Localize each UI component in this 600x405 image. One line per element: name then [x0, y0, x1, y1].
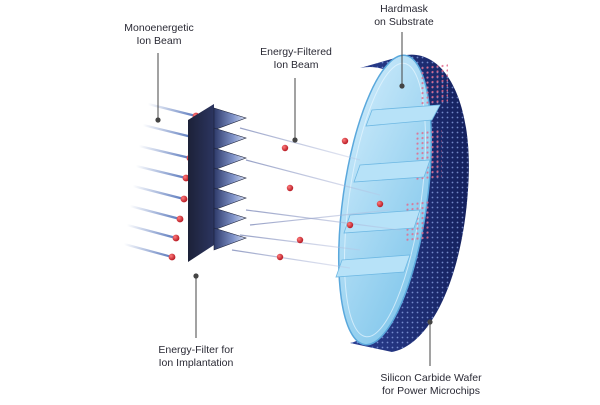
incoming-ion-5 [181, 196, 188, 203]
label-wafer-line-2: for Power Microchips [372, 385, 490, 398]
leader-dot-filter [193, 273, 198, 278]
incoming-beam-1 [148, 104, 196, 116]
filter-tooth-3 [214, 148, 246, 170]
filtered-beam-1 [240, 128, 360, 160]
label-monoenergetic-ion-beam: Monoenergetic Ion Beam [115, 22, 203, 47]
label-mono-line-2: Ion Beam [115, 35, 203, 48]
label-energy-filtered-ion-beam: Energy-Filtered Ion Beam [250, 46, 342, 71]
label-filtered-line-1: Energy-Filtered [250, 46, 342, 59]
filter-front-face [188, 104, 214, 262]
filtered-ion-2 [287, 185, 293, 191]
label-filter-line-2: Ion Implantation [148, 357, 244, 370]
filter-tooth-7 [214, 228, 246, 250]
incoming-beam-7 [127, 225, 176, 238]
leader-dot-hardmask [399, 83, 404, 88]
incoming-ion-6 [177, 216, 184, 223]
filter-tooth-2 [214, 128, 246, 150]
filtered-beam-6 [232, 250, 350, 268]
incoming-beam-4 [136, 166, 186, 178]
label-hardmask-on-substrate: Hardmask on Substrate [364, 3, 444, 28]
label-energy-filter: Energy-Filter for Ion Implantation [148, 344, 244, 369]
filter-tooth-1 [214, 108, 246, 130]
incoming-beam-8 [124, 244, 172, 257]
incoming-beam-3 [139, 146, 190, 158]
filtered-ion-6 [277, 254, 283, 260]
label-mono-line-1: Monoenergetic [115, 22, 203, 35]
label-sic-wafer: Silicon Carbide Wafer for Power Microchi… [372, 372, 490, 397]
leader-dot-filtered-beam [292, 137, 297, 142]
label-wafer-line-1: Silicon Carbide Wafer [372, 372, 490, 385]
filter-tooth-6 [214, 208, 246, 230]
filter-teeth [214, 108, 246, 250]
filtered-ion-4 [377, 201, 383, 207]
filtered-ion-3 [282, 145, 288, 151]
filtered-ion-5 [297, 237, 303, 243]
incoming-beam-2 [143, 125, 192, 137]
label-hardmask-line-1: Hardmask [364, 3, 444, 16]
filter-tooth-5 [214, 188, 246, 210]
incoming-ion-7 [173, 235, 180, 242]
incoming-beam-5 [133, 186, 184, 199]
filter-tooth-4 [214, 168, 246, 190]
filtered-ion-1 [342, 138, 348, 144]
energy-filter [188, 104, 246, 262]
implant-region-upper [420, 63, 448, 106]
incoming-ion-8 [169, 254, 176, 261]
filtered-ion-7 [347, 222, 353, 228]
leader-dot-mono-beam [155, 117, 160, 122]
label-hardmask-line-2: on Substrate [364, 16, 444, 29]
sic-wafer [323, 50, 469, 352]
incoming-beam-6 [130, 206, 180, 219]
label-filter-line-1: Energy-Filter for [148, 344, 244, 357]
leader-dot-wafer [427, 319, 432, 324]
label-filtered-line-2: Ion Beam [250, 59, 342, 72]
